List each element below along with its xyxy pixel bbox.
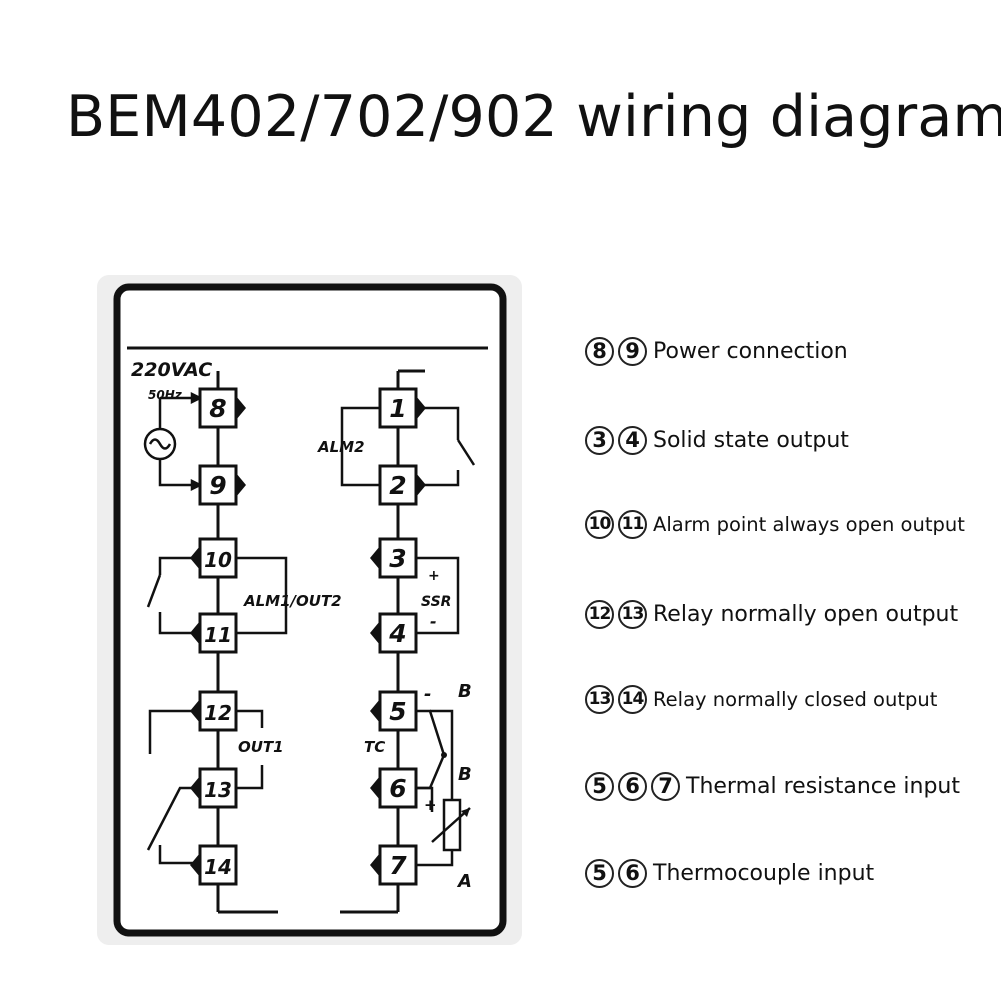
terminal-number: 13 (204, 778, 232, 802)
legend-text: Thermocouple input (653, 860, 875, 886)
ac-source-wiring (143, 391, 203, 492)
terminal-9: 9 (198, 464, 246, 506)
rtd-a-label: A (456, 871, 472, 892)
circled-number: 9 (618, 336, 647, 366)
terminal-number: 11 (204, 623, 232, 647)
terminal-4: 4 (370, 612, 418, 654)
tc-minus-label: - (424, 684, 431, 705)
circled-number: 6 (618, 858, 647, 888)
ac-source-icon (143, 427, 177, 461)
terminal-number: 6 (389, 774, 406, 803)
terminal-number: 2 (389, 471, 406, 500)
alm1-out2-label: ALM1/OUT2 (243, 592, 342, 610)
terminal-3: 3 (370, 537, 418, 579)
circled-number: 5 (585, 858, 614, 888)
circled-number: 6 (618, 771, 647, 801)
tc-label: TC (364, 738, 385, 756)
circled-number: 13 (618, 599, 647, 629)
terminal-number: 4 (388, 619, 406, 648)
alm2-label: ALM2 (317, 438, 365, 456)
circled-number: 7 (651, 771, 680, 801)
ssr-minus-label: - (430, 612, 437, 631)
circled-number: 4 (618, 425, 647, 455)
ssr-plus-label: + (428, 568, 440, 584)
terminal-number: 10 (204, 548, 232, 572)
circled-number: 8 (585, 336, 614, 366)
legend-text: Solid state output (653, 427, 849, 453)
terminal-13: 13 (190, 767, 238, 809)
right-terminal-column: 1 2 3 4 5 6 7 (370, 387, 426, 886)
terminal-5: 5 (370, 690, 418, 732)
legend-text: Alarm point always open output (653, 512, 965, 536)
circled-number: 14 (618, 684, 647, 714)
circled-number: 10 (585, 509, 614, 539)
legend-text: Relay normally closed output (653, 687, 938, 711)
terminal-number: 1 (389, 394, 406, 423)
terminal-8: 8 (198, 387, 246, 429)
ssr-label: SSR (421, 594, 451, 610)
circled-number: 3 (585, 425, 614, 455)
terminal-12: 12 (190, 690, 238, 732)
tc-plus-label: + (424, 796, 437, 814)
terminal-number: 12 (204, 701, 232, 725)
circled-number: 13 (585, 684, 614, 714)
circled-number: 12 (585, 599, 614, 629)
supply-voltage-label: 220VAC (131, 359, 212, 381)
terminal-number: 8 (209, 394, 226, 423)
legend-text: Thermal resistance input (686, 773, 960, 799)
legend-text: Power connection (653, 338, 848, 364)
legend-text: Relay normally open output (653, 601, 959, 627)
terminal-2: 2 (378, 464, 426, 506)
circled-number: 5 (585, 771, 614, 801)
out1-label: OUT1 (238, 738, 284, 756)
rtd-b-mid-label: B (458, 764, 472, 785)
terminal-number: 5 (389, 697, 406, 726)
page-title: BEM402/702/902 wiring diagram (66, 84, 1001, 150)
terminal-11: 11 (190, 612, 238, 654)
terminal-1: 1 (378, 387, 426, 429)
terminal-14: 14 (190, 844, 238, 886)
rtd-b-top-label: B (458, 681, 472, 702)
circled-number: 11 (618, 509, 647, 539)
terminal-number: 7 (389, 851, 407, 880)
terminal-6: 6 (370, 767, 418, 809)
supply-frequency-label: 50Hz (148, 388, 183, 402)
left-terminal-column: 8 9 10 11 12 13 14 (190, 387, 246, 886)
terminal-7: 7 (370, 844, 418, 886)
terminal-10: 10 (190, 537, 238, 579)
terminal-number: 3 (389, 544, 406, 573)
terminal-number: 14 (204, 855, 232, 879)
terminal-number: 9 (209, 471, 226, 500)
